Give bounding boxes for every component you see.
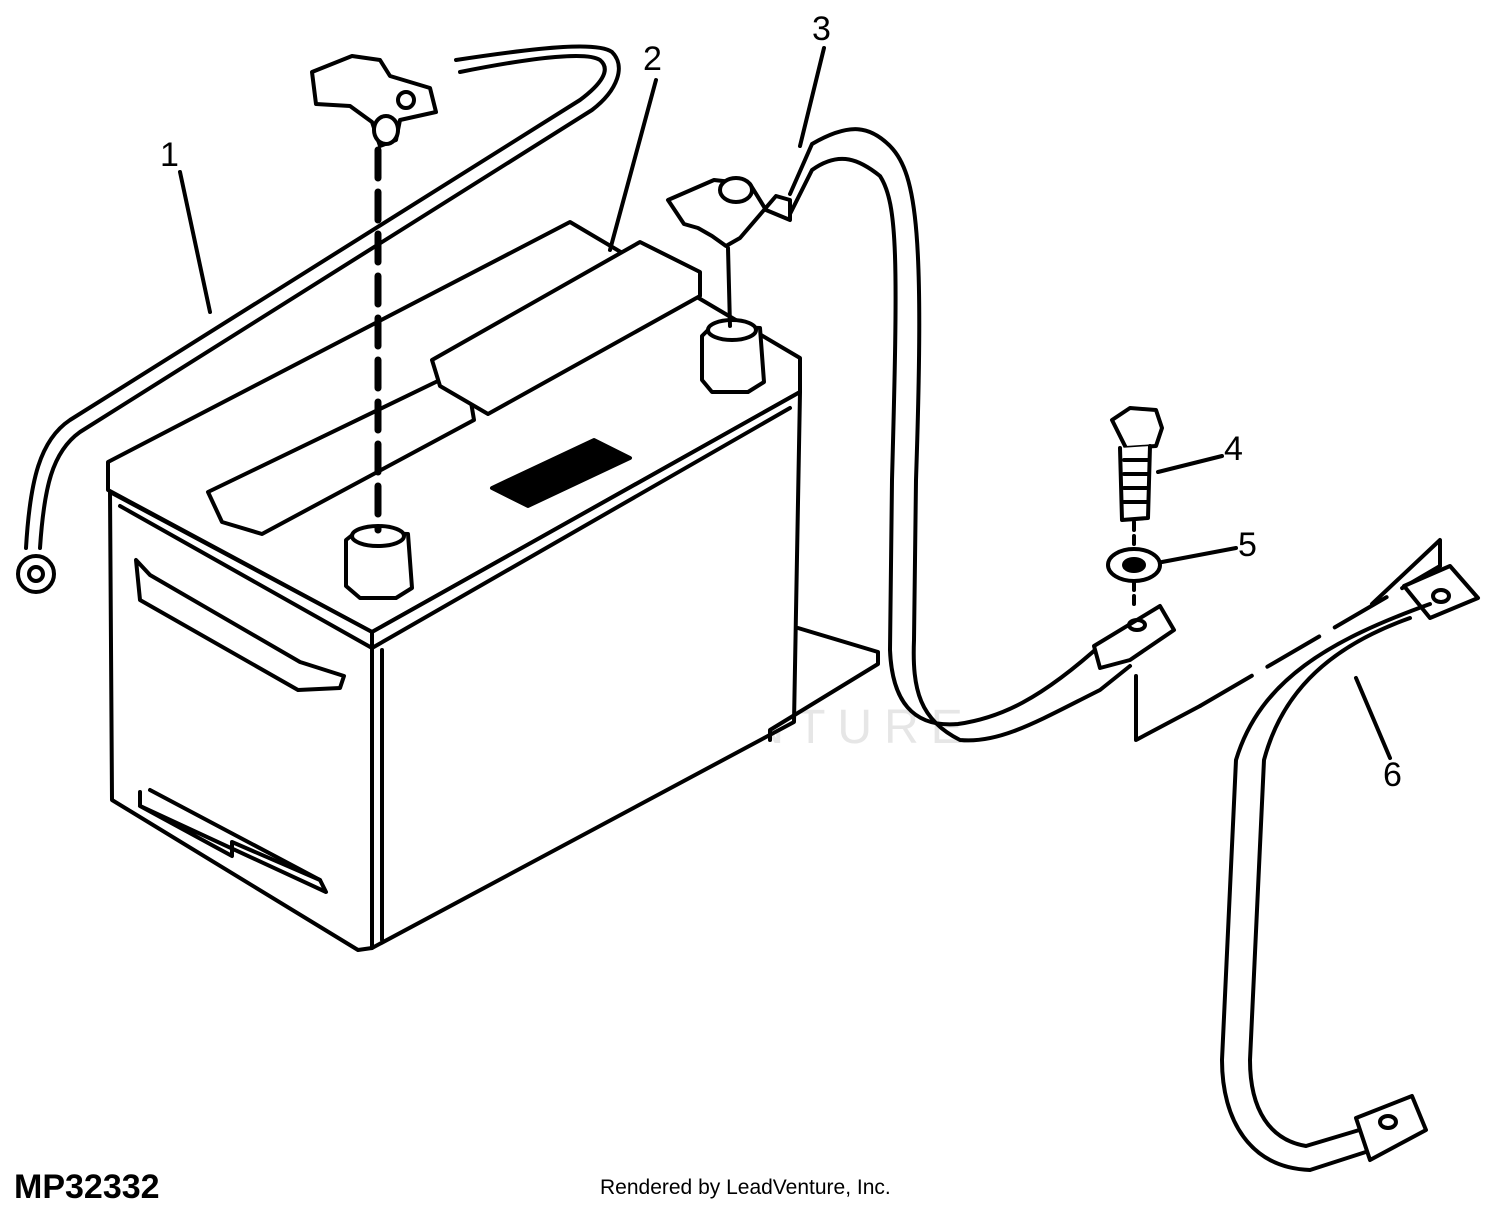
bolt <box>1110 406 1224 522</box>
washer <box>1106 546 1238 583</box>
hold-down-strap <box>1220 564 1480 1172</box>
callout-2: 2 <box>643 40 662 78</box>
callout-6: 6 <box>1383 756 1402 794</box>
figure-id: MP32332 <box>14 1168 160 1206</box>
positive-strap <box>666 127 1176 743</box>
callout-3: 3 <box>812 10 831 48</box>
negative-cable <box>16 44 621 594</box>
leader-line-2 <box>608 78 658 252</box>
leader-line-1 <box>178 170 212 314</box>
callout-5: 5 <box>1238 526 1257 564</box>
positive-connector-line <box>726 246 732 328</box>
callout-1: 1 <box>160 136 179 174</box>
battery <box>106 220 880 952</box>
leader-line-3 <box>798 46 826 148</box>
callout-4: 4 <box>1224 430 1243 468</box>
credit-text: Rendered by LeadVenture, Inc. <box>600 1176 891 1199</box>
